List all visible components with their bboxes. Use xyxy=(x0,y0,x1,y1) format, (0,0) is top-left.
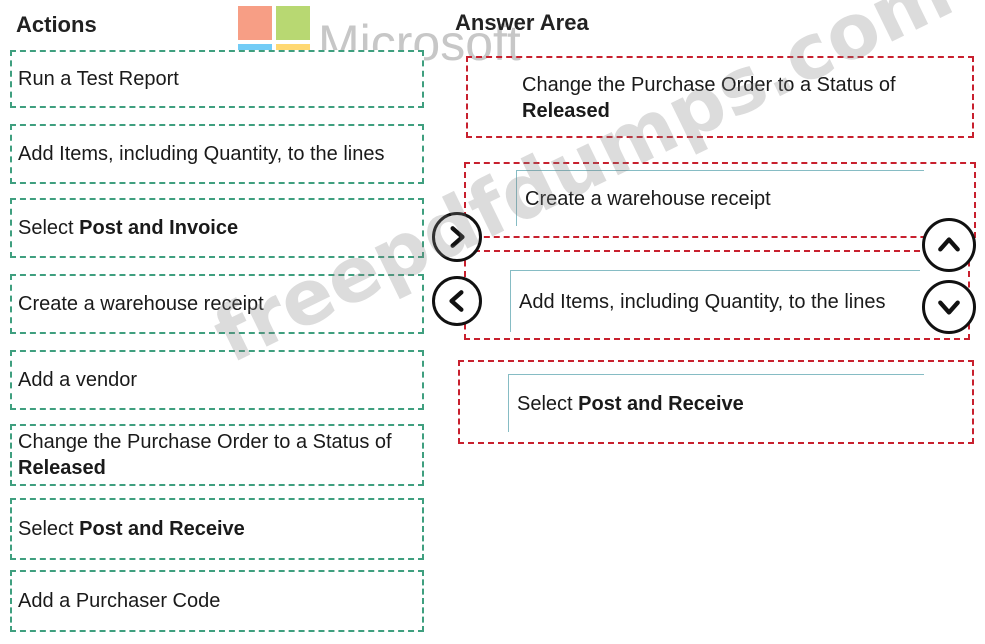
action-item[interactable]: Add Items, including Quantity, to the li… xyxy=(10,124,424,184)
action-label: Select Post and Invoice xyxy=(18,217,239,239)
action-label: Add a vendor xyxy=(18,369,137,391)
move-down-button[interactable] xyxy=(922,280,976,334)
answer-item[interactable]: Select Post and Receive xyxy=(508,374,924,432)
action-label: Create a warehouse receipt xyxy=(18,293,264,315)
move-up-button[interactable] xyxy=(922,218,976,272)
action-item[interactable]: Run a Test Report xyxy=(10,50,424,108)
answer-item[interactable]: Add Items, including Quantity, to the li… xyxy=(510,270,920,332)
action-label: Add a Purchaser Code xyxy=(18,590,221,612)
chevron-down-icon xyxy=(938,300,960,315)
action-item[interactable]: Add a vendor xyxy=(10,350,424,410)
chevron-right-icon xyxy=(450,226,465,248)
action-label: Add Items, including Quantity, to the li… xyxy=(18,143,385,165)
action-item[interactable]: Select Post and Receive xyxy=(10,498,424,560)
actions-heading: Actions xyxy=(16,12,97,37)
action-item[interactable]: Select Post and Invoice xyxy=(10,198,424,258)
answer-item[interactable]: Create a warehouse receipt xyxy=(516,170,924,226)
answer-label: Add Items, including Quantity, to the li… xyxy=(519,290,886,313)
action-item[interactable]: Add a Purchaser Code xyxy=(10,570,424,632)
action-label: Change the Purchase Order to a Status of… xyxy=(18,431,392,479)
answer-label: Create a warehouse receipt xyxy=(525,187,771,210)
chevron-up-icon xyxy=(938,237,960,252)
answer-label: Change the Purchase Order to a Status of… xyxy=(522,74,896,122)
answer-slot[interactable] xyxy=(464,162,976,238)
action-item[interactable]: Change the Purchase Order to a Status of… xyxy=(10,424,424,486)
move-left-button[interactable] xyxy=(432,276,482,326)
action-item[interactable]: Create a warehouse receipt xyxy=(10,274,424,334)
answer-label: Select Post and Receive xyxy=(517,392,744,415)
action-label: Select Post and Receive xyxy=(18,518,245,540)
action-label: Run a Test Report xyxy=(18,68,179,90)
logo-square-red xyxy=(238,6,272,40)
answer-slot[interactable] xyxy=(466,56,974,138)
answer-slot[interactable] xyxy=(458,360,974,444)
answer-area-heading: Answer Area xyxy=(455,10,589,35)
move-right-button[interactable] xyxy=(432,212,482,262)
chevron-left-icon xyxy=(449,290,464,312)
answer-item[interactable]: Change the Purchase Order to a Status of… xyxy=(514,66,954,130)
logo-square-green xyxy=(276,6,310,40)
